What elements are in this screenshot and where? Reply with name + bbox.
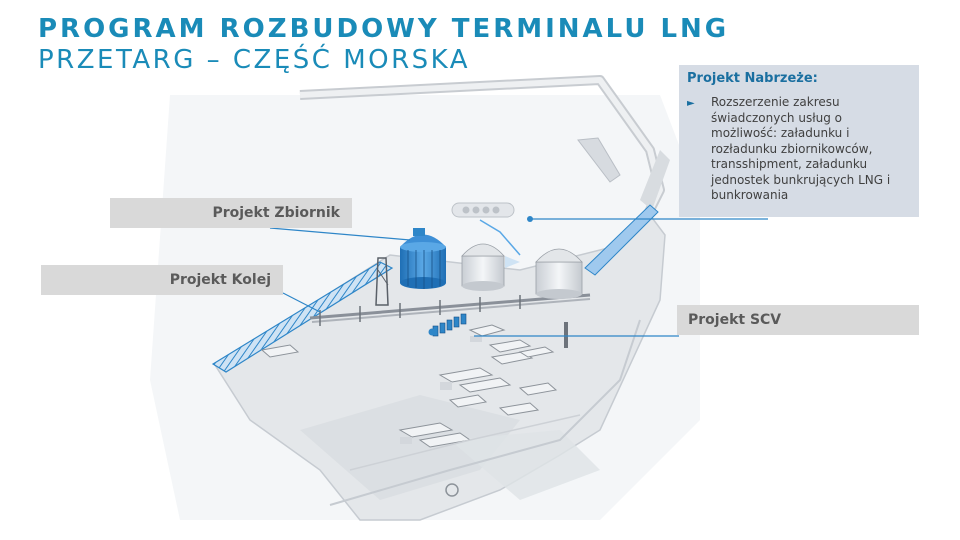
- ship: [577, 137, 621, 183]
- info-bullet-item: ► Rozszerzenie zakresu świadczonych usłu…: [687, 95, 911, 204]
- lng-tank-2: [535, 248, 583, 299]
- lng-tank-1: [461, 243, 505, 291]
- pipe-rack: [309, 293, 591, 320]
- buildings: [260, 324, 558, 448]
- rail-tower: [375, 257, 389, 306]
- page-subtitle: PRZETARG – CZĘŚĆ MORSKA: [38, 45, 471, 75]
- scv-units: [432, 313, 467, 337]
- page-title: PROGRAM ROZBUDOWY TERMINALU LNG: [38, 14, 730, 44]
- info-box-nabrzeze: Projekt Nabrzeże: ► Rozszerzenie zakresu…: [679, 65, 919, 217]
- triangle-bullet-icon: ►: [687, 98, 695, 109]
- label-projekt-zbiornik: Projekt Zbiornik: [110, 198, 352, 228]
- road: [329, 319, 641, 506]
- chimney: [564, 322, 568, 348]
- label-projekt-scv: Projekt SCV: [677, 305, 919, 335]
- entrance-icon: [445, 483, 459, 497]
- railway-area: [211, 261, 394, 373]
- info-title: Projekt Nabrzeże:: [687, 71, 818, 86]
- callout-lines: [269, 218, 768, 337]
- jetty: [640, 150, 670, 210]
- quay-area: [584, 204, 659, 276]
- quay-callout-dot: [527, 216, 533, 222]
- lng-tank-new: [400, 228, 446, 289]
- lng-carrier: [451, 202, 515, 218]
- info-text: Rozszerzenie zakresu świadczonych usług …: [711, 95, 891, 202]
- label-projekt-kolej: Projekt Kolej: [41, 265, 283, 295]
